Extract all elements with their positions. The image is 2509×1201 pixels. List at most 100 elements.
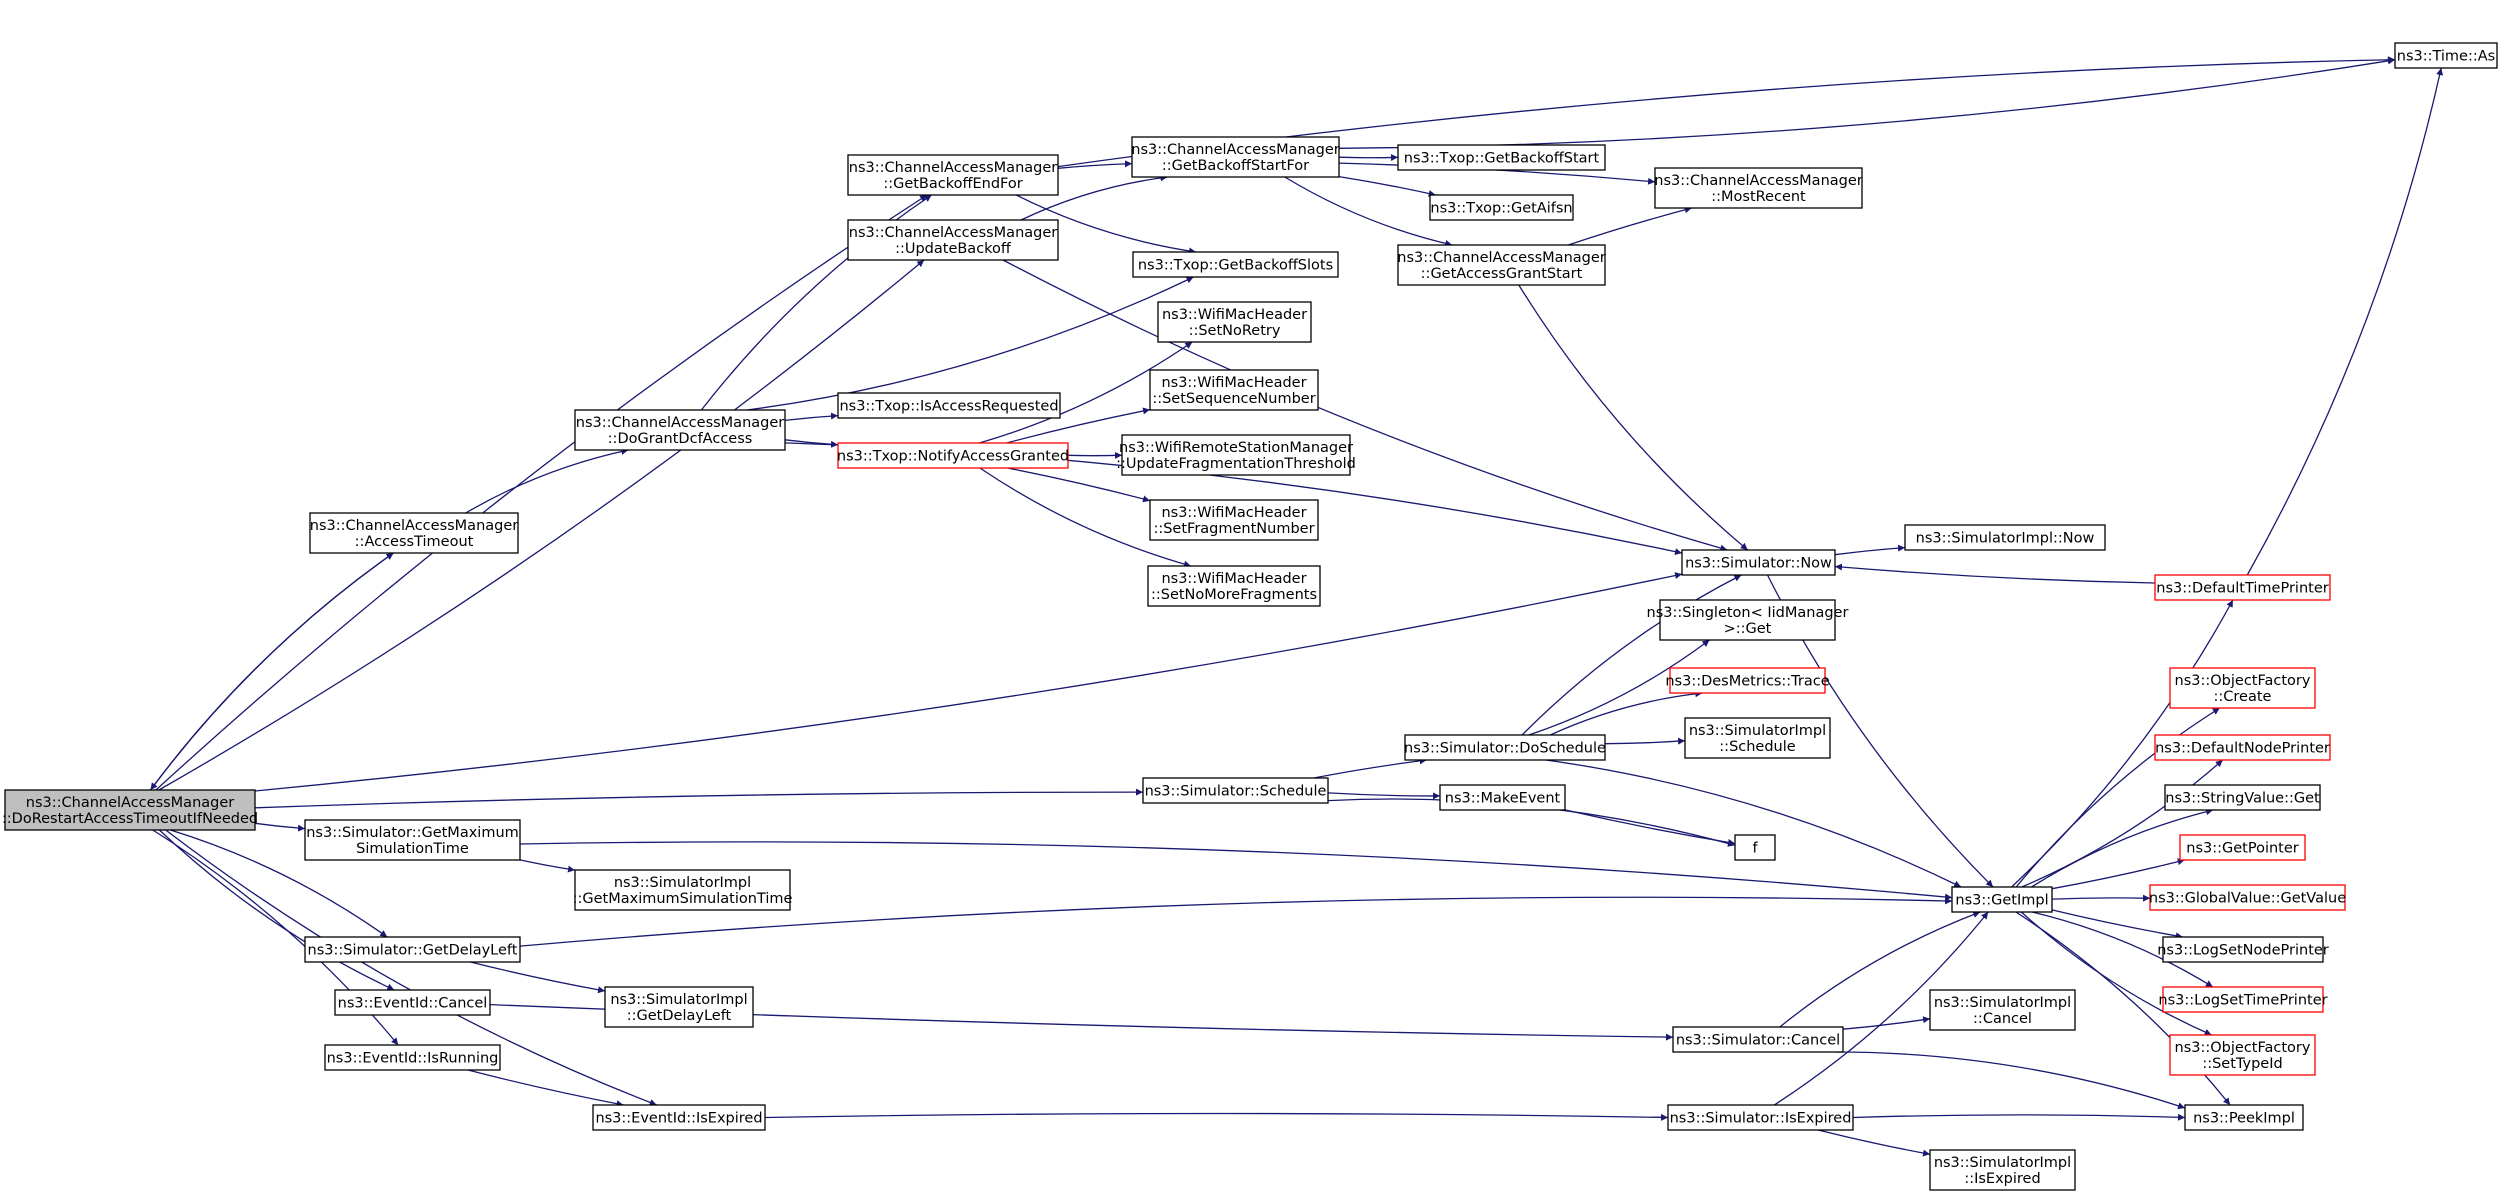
node-label-singletonGet: ns3::Singleton< IidManager — [1647, 605, 1849, 621]
node-box-getBackoffEndFor — [847, 154, 1059, 196]
node-getBackoffStartFor[interactable]: ns3::ChannelAccessManager::GetBackoffSta… — [1131, 136, 1340, 178]
node-label-setNoMoreFragments: ns3::WifiMacHeader — [1161, 571, 1306, 587]
node-doGrantDcfAccess[interactable]: ns3::ChannelAccessManager::DoGrantDcfAcc… — [574, 409, 786, 451]
node-root[interactable]: ns3::ChannelAccessManager::DoRestartAcce… — [2, 789, 258, 831]
node-eventIdIsExpired[interactable]: ns3::EventId::IsExpired — [592, 1104, 766, 1131]
node-mostRecent[interactable]: ns3::ChannelAccessManager::MostRecent — [1654, 167, 1863, 209]
node-box-makeEvent — [1439, 784, 1566, 811]
node-box-simCancel — [1672, 1026, 1844, 1053]
edge-getBackoffStartFor-to-getAccessGrantStart — [1284, 176, 1453, 247]
node-box-setFragmentNumber — [1149, 499, 1319, 541]
node-label-getImpl: ns3::GetImpl — [1955, 893, 2048, 909]
node-label-setSequenceNumber: ::SetSequenceNumber — [1152, 391, 1315, 407]
node-setFragmentNumber[interactable]: ns3::WifiMacHeader::SetFragmentNumber — [1149, 499, 1319, 541]
node-implCancel[interactable]: ns3::SimulatorImpl::Cancel — [1929, 989, 2076, 1031]
node-label-desMetricsTrace: ns3::DesMetrics::Trace — [1665, 674, 1829, 690]
node-singletonGet[interactable]: ns3::Singleton< IidManager >::Get — [1647, 599, 1849, 641]
node-label-setNoRetry: ns3::WifiMacHeader — [1162, 307, 1307, 323]
node-implGetMaxSimTime[interactable]: ns3::SimulatorImpl::GetMaximumSimulation… — [573, 869, 793, 911]
node-label-isAccessRequested: ns3::Txop::IsAccessRequested — [839, 399, 1058, 415]
node-simSchedule[interactable]: ns3::Simulator::Schedule — [1142, 777, 1329, 804]
node-eventIdIsRunning[interactable]: ns3::EventId::IsRunning — [324, 1044, 501, 1071]
node-accessTimeout[interactable]: ns3::ChannelAccessManager::AccessTimeout — [309, 512, 519, 554]
node-box-setSequenceNumber — [1149, 369, 1319, 411]
node-globalValueGetValue[interactable]: ns3::GlobalValue::GetValue — [2149, 884, 2346, 911]
node-simNow[interactable]: ns3::Simulator::Now — [1681, 549, 1836, 576]
node-setSequenceNumber[interactable]: ns3::WifiMacHeader::SetSequenceNumber — [1149, 369, 1319, 411]
node-getBackoffEndFor[interactable]: ns3::ChannelAccessManager::GetBackoffEnd… — [847, 154, 1059, 196]
node-getBackoffStart[interactable]: ns3::Txop::GetBackoffStart — [1397, 144, 1606, 171]
node-f[interactable]: f — [1734, 834, 1776, 861]
node-desMetricsTrace[interactable]: ns3::DesMetrics::Trace — [1665, 667, 1830, 694]
node-simImplNow[interactable]: ns3::SimulatorImpl::Now — [1904, 524, 2106, 551]
edge-getImpl-to-peekImpl — [2015, 911, 2231, 1106]
node-updateBackoff[interactable]: ns3::ChannelAccessManager::UpdateBackoff — [847, 219, 1059, 261]
node-notifyAccessGranted[interactable]: ns3::Txop::NotifyAccessGranted — [837, 442, 1069, 469]
node-setNoMoreFragments[interactable]: ns3::WifiMacHeader::SetNoMoreFragments — [1147, 565, 1321, 607]
node-getImpl[interactable]: ns3::GetImpl — [1951, 886, 2053, 913]
edge-getBackoffStartFor-to-timeAs — [1338, 57, 2396, 149]
edge-doSchedule-to-getImpl — [1545, 759, 1962, 888]
node-box-eventIdIsExpired — [592, 1104, 766, 1131]
node-simImplSchedule[interactable]: ns3::SimulatorImpl::Schedule — [1684, 717, 1831, 759]
node-getAifsn[interactable]: ns3::Txop::GetAifsn — [1429, 194, 1574, 221]
node-label-simImplSchedule: ns3::SimulatorImpl — [1689, 723, 1826, 739]
node-label-eventIdCancel: ns3::EventId::Cancel — [338, 996, 488, 1012]
edge-accessTimeout-to-doGrantDcfAccess — [465, 448, 629, 514]
node-makeEvent[interactable]: ns3::MakeEvent — [1439, 784, 1566, 811]
node-label-setSequenceNumber: ns3::WifiMacHeader — [1161, 375, 1306, 391]
node-box-objectFactorySetTypeId — [2169, 1034, 2316, 1076]
edge-simCancel-to-peekImpl — [1835, 1051, 2186, 1110]
node-label-getDelayLeft: ns3::Simulator::GetDelayLeft — [308, 943, 518, 959]
node-label-getBackoffStart: ns3::Txop::GetBackoffStart — [1404, 151, 1600, 167]
node-objectFactoryCreate[interactable]: ns3::ObjectFactory::Create — [2169, 667, 2316, 709]
node-updateFragThreshold[interactable]: ns3::WifiRemoteStationManager::UpdateFra… — [1116, 434, 1356, 476]
node-label-peekImpl: ns3::PeekImpl — [2193, 1111, 2295, 1127]
node-implGetDelayLeft[interactable]: ns3::SimulatorImpl::GetDelayLeft — [604, 986, 754, 1028]
node-getMaxSimTime[interactable]: ns3::Simulator::GetMaximumSimulationTime — [304, 819, 521, 861]
node-implIsExpired[interactable]: ns3::SimulatorImpl::IsExpired — [1929, 1149, 2076, 1191]
node-setNoRetry[interactable]: ns3::WifiMacHeader::SetNoRetry — [1157, 301, 1312, 343]
node-getPointer[interactable]: ns3::GetPointer — [2179, 834, 2306, 861]
edge-getImpl-to-globalValueGetValue — [2051, 894, 2151, 902]
node-label-setNoRetry: ::SetNoRetry — [1189, 323, 1281, 339]
node-label-doGrantDcfAccess: ::DoGrantDcfAccess — [608, 431, 753, 447]
node-eventIdCancel[interactable]: ns3::EventId::Cancel — [334, 989, 491, 1016]
node-box-simSchedule — [1142, 777, 1329, 804]
node-label-updateBackoff: ns3::ChannelAccessManager — [849, 225, 1058, 241]
edge-getBackoffStartFor-to-getAifsn — [1338, 175, 1436, 197]
edge-getMaxSimTime-to-implGetMaxSimTime — [519, 859, 576, 873]
node-label-implGetMaxSimTime: ns3::SimulatorImpl — [614, 875, 751, 891]
node-box-accessTimeout — [309, 512, 519, 554]
node-objectFactorySetTypeId[interactable]: ns3::ObjectFactory::SetTypeId — [2169, 1034, 2316, 1076]
node-getAccessGrantStart[interactable]: ns3::ChannelAccessManager::GetAccessGran… — [1397, 244, 1606, 286]
node-defaultNodePrinter[interactable]: ns3::DefaultNodePrinter — [2154, 734, 2331, 761]
node-defaultTimePrinter[interactable]: ns3::DefaultTimePrinter — [2154, 574, 2331, 601]
node-stringValueGet[interactable]: ns3::StringValue::Get — [2164, 784, 2321, 811]
node-isAccessRequested[interactable]: ns3::Txop::IsAccessRequested — [837, 392, 1061, 419]
node-logSetTimePrinter[interactable]: ns3::LogSetTimePrinter — [2158, 986, 2328, 1013]
node-label-updateBackoff: ::UpdateBackoff — [895, 241, 1012, 257]
node-logSetNodePrinter[interactable]: ns3::LogSetNodePrinter — [2157, 936, 2329, 963]
node-label-simImplNow: ns3::SimulatorImpl::Now — [1916, 531, 2095, 547]
node-box-globalValueGetValue — [2149, 884, 2346, 911]
node-getBackoffSlots[interactable]: ns3::Txop::GetBackoffSlots — [1132, 251, 1339, 278]
node-getDelayLeft[interactable]: ns3::Simulator::GetDelayLeft — [304, 936, 521, 963]
node-box-setNoMoreFragments — [1147, 565, 1321, 607]
node-timeAs[interactable]: ns3::Time::As — [2394, 42, 2498, 69]
node-box-mostRecent — [1654, 167, 1863, 209]
node-simIsExpired[interactable]: ns3::Simulator::IsExpired — [1667, 1104, 1854, 1131]
edges-layer — [149, 56, 2444, 1157]
node-label-getBackoffStartFor: ::GetBackoffStartFor — [1162, 158, 1309, 174]
node-label-objectFactoryCreate: ::Create — [2214, 689, 2272, 705]
node-doSchedule[interactable]: ns3::Simulator::DoSchedule — [1404, 734, 1606, 761]
node-peekImpl[interactable]: ns3::PeekImpl — [2184, 1104, 2304, 1131]
node-simCancel[interactable]: ns3::Simulator::Cancel — [1672, 1026, 1844, 1053]
node-label-simImplSchedule: ::Schedule — [1719, 739, 1795, 755]
node-box-getMaxSimTime — [304, 819, 521, 861]
edge-root-to-getMaxSimTime — [254, 822, 306, 832]
node-box-getAifsn — [1429, 194, 1574, 221]
node-box-defaultTimePrinter — [2154, 574, 2331, 601]
edge-getBackoffEndFor-to-getBackoffSlots — [1015, 194, 1197, 255]
